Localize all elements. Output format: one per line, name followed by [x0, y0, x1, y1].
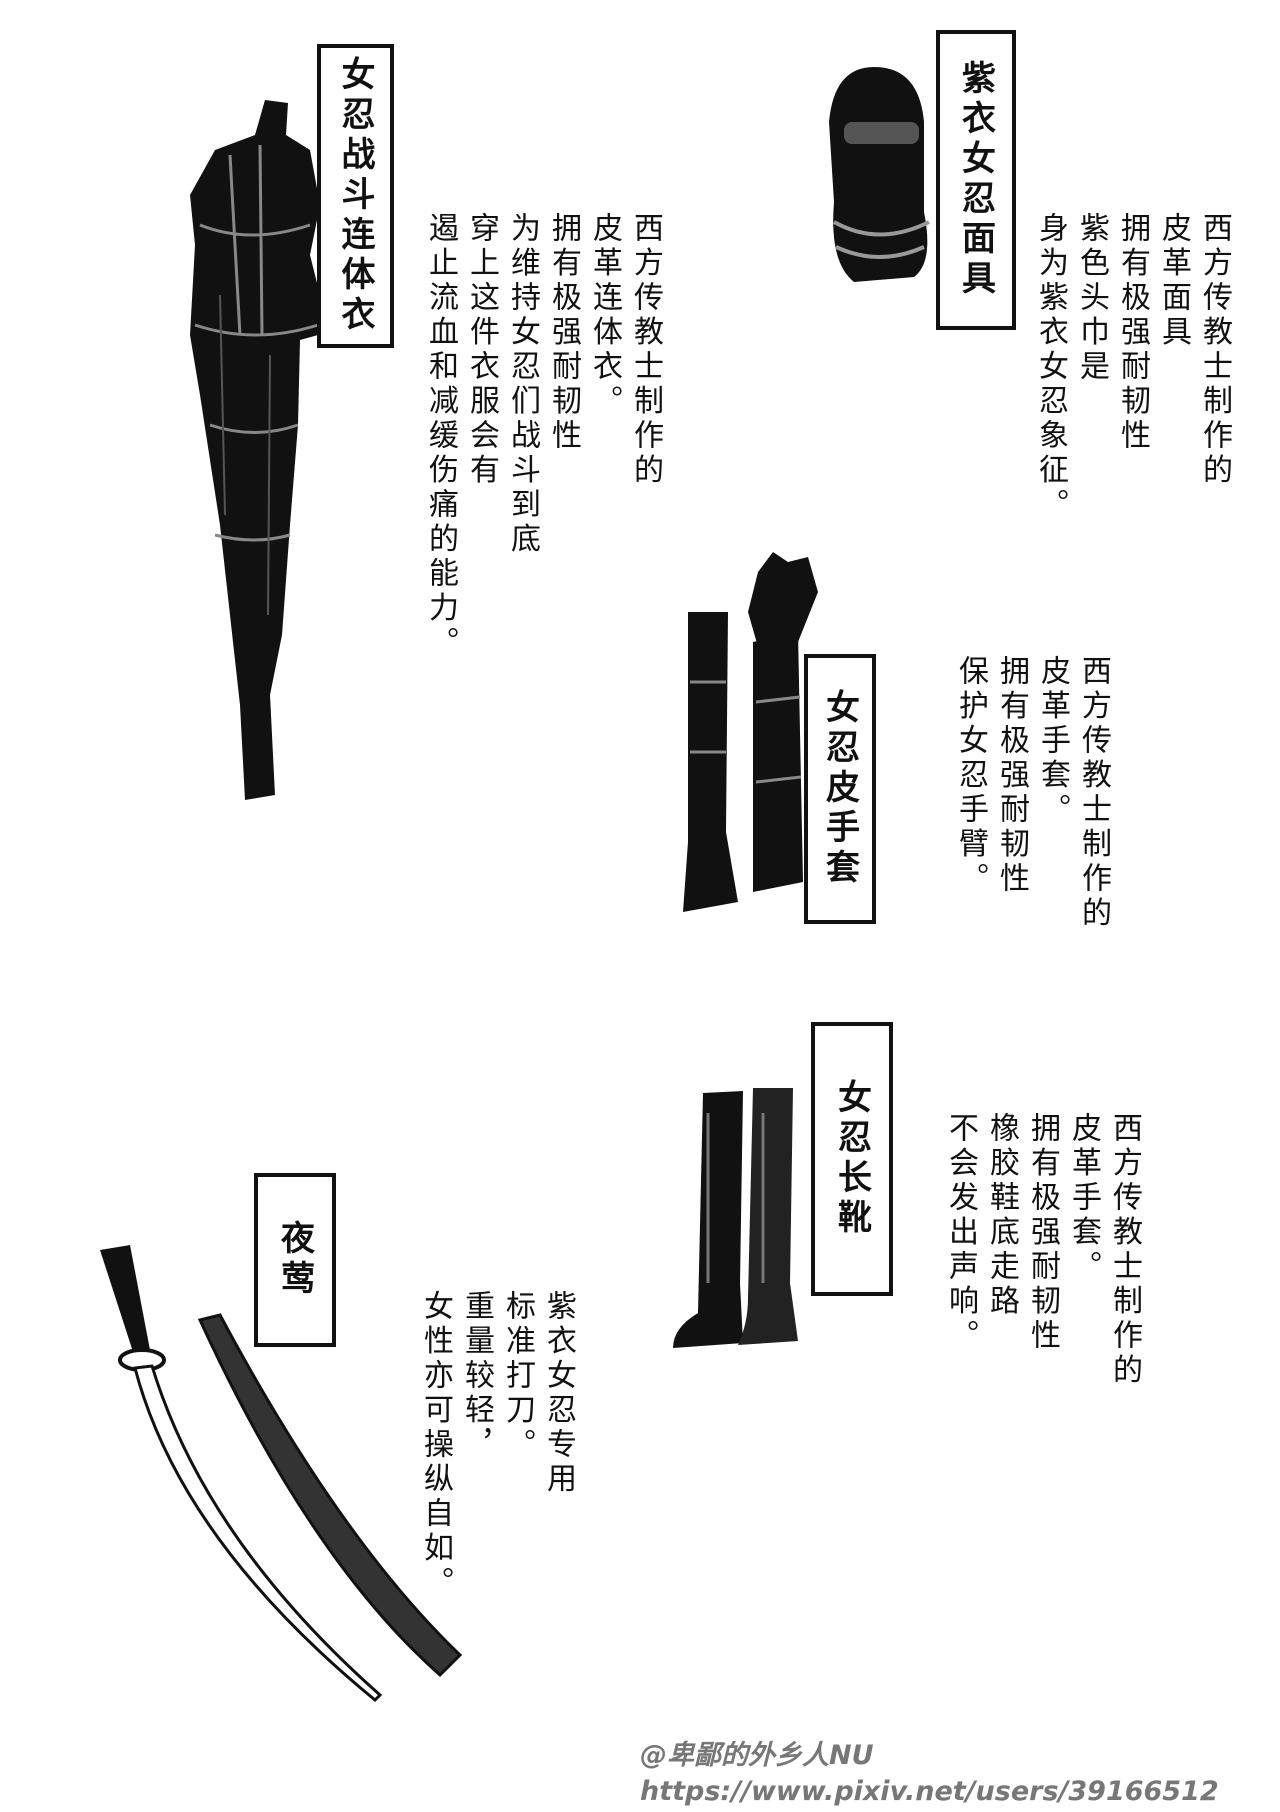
description-line: 拥有极强耐韧性: [1025, 1112, 1060, 1354]
description-line: 不会发出声响。: [943, 1112, 978, 1354]
description-line: 穿上这件衣服会有: [464, 212, 499, 488]
gloves-illustration: [683, 552, 818, 912]
description-line: 拥有极强耐韧性: [546, 212, 581, 454]
boots-illustration: [673, 1088, 798, 1348]
description-line: 西方传教士制作的: [1076, 655, 1111, 931]
item-title-mask: 紫衣女忍面具: [936, 30, 1016, 330]
item-description-gloves: 西方传教士制作的 皮革手套。 拥有极强耐韧性 保护女忍手臂。: [950, 655, 1114, 935]
description-line: 保护女忍手臂。: [953, 655, 988, 897]
description-line: 橡胶鞋底走路: [984, 1112, 1019, 1319]
item-title-sword: 夜莺: [254, 1173, 336, 1347]
description-line: 重量较轻，: [459, 1290, 494, 1463]
item-description-bodysuit: 西方传教士制作的 皮革连体衣。 拥有极强耐韧性 为维持女忍们战斗到底 穿上这件衣…: [420, 212, 666, 661]
description-line: 标准打刀。: [500, 1290, 535, 1463]
title-text: 女忍皮手套: [819, 689, 860, 889]
description-line: 西方传教士制作的: [628, 212, 663, 488]
description-line: 皮革手套。: [1066, 1112, 1101, 1285]
item-title-bodysuit: 女忍战斗连体衣: [317, 44, 394, 348]
description-line: 皮革手套。: [1035, 655, 1070, 828]
title-text: 女忍战斗连体衣: [335, 56, 375, 336]
watermark-author: @卑鄙的外乡人NU: [640, 1740, 874, 1771]
title-text: 女忍长靴: [831, 1079, 872, 1239]
item-title-gloves: 女忍皮手套: [804, 654, 876, 924]
watermark-url: https://www.pixiv.net/users/39166512: [640, 1776, 1219, 1807]
item-description-sword: 紫衣女忍专用 标准打刀。 重量较轻， 女性亦可操纵自如。: [415, 1290, 579, 1601]
description-line: 西方传教士制作的: [1197, 212, 1232, 488]
description-line: 西方传教士制作的: [1107, 1112, 1142, 1388]
item-title-boots: 女忍长靴: [811, 1022, 893, 1296]
bodysuit-illustration: [190, 100, 320, 800]
description-line: 拥有极强耐韧性: [1115, 212, 1150, 454]
description-line: 紫衣女忍专用: [541, 1290, 576, 1497]
description-line: 紫色头巾是: [1074, 212, 1109, 385]
description-line: 皮革面具: [1156, 212, 1191, 350]
watermark: @卑鄙的外乡人NU https://www.pixiv.net/users/39…: [640, 1738, 1219, 1810]
title-text: 紫衣女忍面具: [955, 60, 996, 300]
description-line: 拥有极强耐韧性: [994, 655, 1029, 897]
title-text: 夜莺: [274, 1220, 315, 1300]
description-line: 女性亦可操纵自如。: [418, 1290, 453, 1601]
description-line: 身为紫衣女忍象征。: [1033, 212, 1068, 523]
description-line: 皮革连体衣。: [587, 212, 622, 419]
item-description-boots: 西方传教士制作的 皮革手套。 拥有极强耐韧性 橡胶鞋底走路 不会发出声响。: [940, 1112, 1145, 1392]
item-description-mask: 西方传教士制作的 皮革面具 拥有极强耐韧性 紫色头巾是 身为紫衣女忍象征。: [1030, 212, 1235, 523]
description-line: 遏止流血和减缓伤痛的能力。: [423, 212, 458, 661]
mask-illustration: [829, 67, 930, 282]
description-line: 为维持女忍们战斗到底: [505, 212, 540, 557]
sword-illustration: [100, 1245, 463, 1703]
